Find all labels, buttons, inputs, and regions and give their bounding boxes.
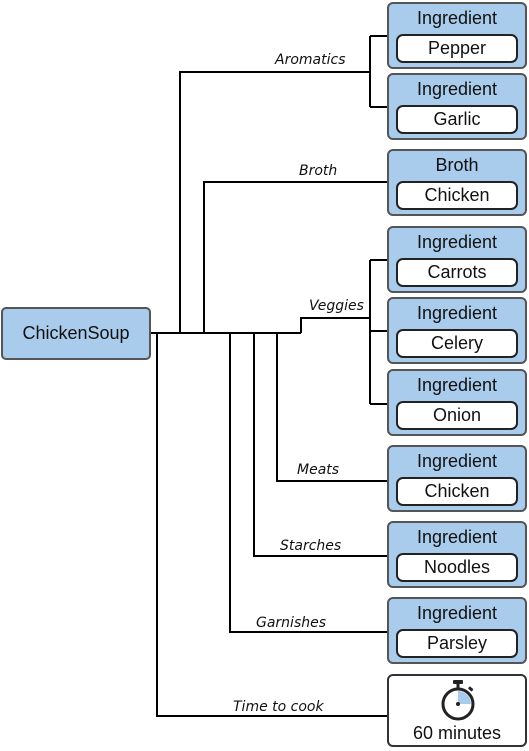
- broth-connector: [203, 181, 387, 333]
- ingredient-card-parsley[interactable]: Ingredient Parsley: [387, 597, 527, 664]
- ingredient-card-noodles[interactable]: Ingredient Noodles: [387, 521, 527, 588]
- ingredient-card-onion[interactable]: Ingredient Onion: [387, 369, 527, 436]
- edge-label-broth: Broth: [299, 163, 337, 179]
- ingredient-card-celery[interactable]: Ingredient Celery: [387, 297, 527, 364]
- time-connector: [156, 333, 387, 717]
- cook-time-card[interactable]: 60 minutes: [387, 674, 527, 747]
- card-header: Ingredient: [416, 375, 498, 395]
- card-value: Chicken: [396, 477, 518, 506]
- card-value: Parsley: [396, 629, 518, 658]
- edge-label-meats: Meats: [297, 462, 339, 478]
- card-value: Garlic: [396, 105, 518, 134]
- garnishes-connector: [229, 333, 387, 633]
- card-value: Chicken: [396, 181, 518, 210]
- edge-label-garnishes: Garnishes: [256, 615, 326, 631]
- card-value: Celery: [396, 329, 518, 358]
- edge-label-time: Time to cook: [233, 699, 324, 715]
- edge-label-veggies: Veggies: [309, 298, 364, 314]
- root-node[interactable]: ChickenSoup: [1, 307, 151, 360]
- card-header: Ingredient: [416, 527, 498, 547]
- card-header: Ingredient: [416, 451, 498, 471]
- ingredient-card-carrots[interactable]: Ingredient Carrots: [387, 226, 527, 293]
- starches-connector: [253, 333, 387, 557]
- aromatics-connector: [179, 35, 387, 333]
- card-value: Noodles: [396, 553, 518, 582]
- card-header: Ingredient: [416, 79, 498, 99]
- meats-connector: [276, 333, 387, 482]
- ingredient-card-pepper[interactable]: Ingredient Pepper: [387, 2, 527, 69]
- broth-card-chicken[interactable]: Broth Chicken: [387, 149, 527, 216]
- root-label: ChickenSoup: [22, 323, 130, 343]
- card-value: Pepper: [396, 34, 518, 63]
- veggies-connector: [300, 259, 387, 405]
- cook-time-value: 60 minutes: [412, 723, 502, 743]
- card-header: Ingredient: [416, 8, 498, 28]
- ingredient-card-garlic[interactable]: Ingredient Garlic: [387, 73, 527, 140]
- stopwatch-icon: [441, 680, 475, 721]
- card-header: Ingredient: [416, 232, 498, 252]
- ingredient-card-chicken[interactable]: Ingredient Chicken: [387, 445, 527, 512]
- card-header: Ingredient: [416, 603, 498, 623]
- card-value: Carrots: [396, 258, 518, 287]
- card-header: Ingredient: [416, 303, 498, 323]
- edge-label-aromatics: Aromatics: [274, 52, 346, 68]
- edge-label-starches: Starches: [280, 538, 341, 554]
- card-header: Broth: [435, 155, 479, 175]
- card-value: Onion: [396, 401, 518, 430]
